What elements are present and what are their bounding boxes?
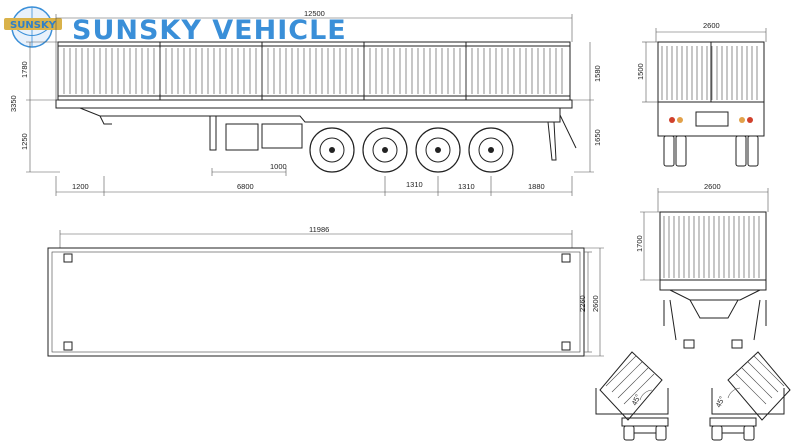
dim-1310-a: 1310 bbox=[406, 180, 423, 189]
dim-6800: 6800 bbox=[237, 182, 254, 191]
logo-text: SUNSKY bbox=[10, 20, 57, 31]
front-width: 2600 bbox=[703, 21, 720, 30]
rear-view: 2600 1700 bbox=[635, 182, 769, 349]
sunsky-logo: SUNSKY bbox=[4, 6, 62, 48]
left-door-angle: 45° bbox=[630, 393, 643, 407]
front-height: 1500 bbox=[636, 63, 645, 80]
side-wheels bbox=[309, 127, 514, 173]
dim-left-upper: 1780 bbox=[20, 61, 29, 78]
side-view: 12500 bbox=[9, 9, 602, 196]
dim-1310-b: 1310 bbox=[458, 182, 475, 191]
door-view-left: 45° bbox=[595, 351, 669, 441]
top-inner-width: 2260 bbox=[578, 295, 587, 312]
dim-1880: 1880 bbox=[528, 182, 545, 191]
door-view-right: 45° bbox=[709, 351, 791, 441]
top-outer-width: 2600 bbox=[591, 295, 600, 312]
top-view: 11986 2260 2600 bbox=[47, 225, 604, 357]
dim-1000: 1000 bbox=[270, 162, 287, 171]
rear-width: 2600 bbox=[704, 182, 721, 191]
front-view: 2600 1500 bbox=[636, 21, 767, 167]
top-length: 11986 bbox=[309, 225, 329, 234]
dim-overall-length: 12500 bbox=[304, 9, 325, 18]
rear-height: 1700 bbox=[635, 235, 644, 252]
right-door-angle: 45° bbox=[714, 395, 727, 409]
dim-left-total: 3350 bbox=[9, 95, 18, 112]
dim-right-upper: 1580 bbox=[593, 65, 602, 82]
dim-right-lower: 1650 bbox=[593, 129, 602, 146]
dim-1200: 1200 bbox=[72, 182, 89, 191]
brand-title: SUNSKY VEHICLE bbox=[72, 15, 347, 46]
dim-left-lower: 1250 bbox=[20, 133, 29, 150]
